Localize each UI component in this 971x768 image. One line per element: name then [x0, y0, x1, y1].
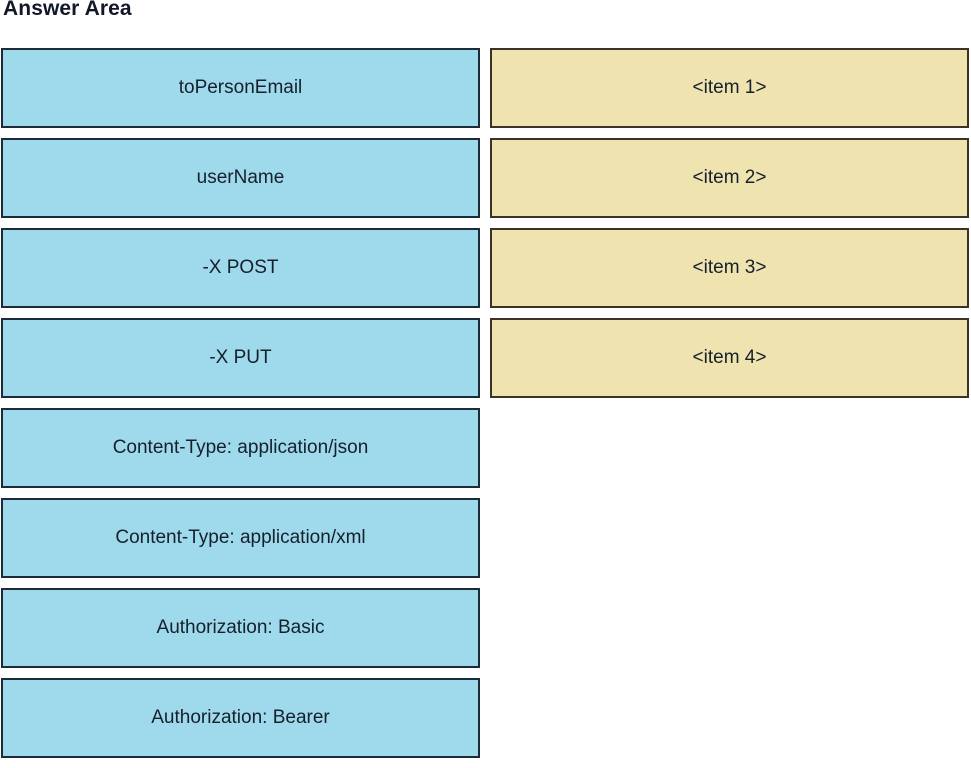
source-tile-label: Content-Type: application/xml [115, 526, 366, 548]
source-tile-authorization-basic[interactable]: Authorization: Basic [1, 588, 480, 668]
source-tile-label: -X PUT [209, 346, 272, 368]
answer-slot-label: <item 4> [692, 346, 767, 368]
source-tile-label: Authorization: Basic [156, 616, 325, 638]
answer-slot-label: <item 3> [692, 256, 767, 278]
source-tile-x-put[interactable]: -X PUT [1, 318, 480, 398]
answer-slot-label: <item 1> [692, 76, 767, 98]
source-tile-content-type-json[interactable]: Content-Type: application/json [1, 408, 480, 488]
source-tile-x-post[interactable]: -X POST [1, 228, 480, 308]
answer-slot-label: <item 2> [692, 166, 767, 188]
source-tile-label: Authorization: Bearer [151, 706, 330, 728]
source-tile-label: userName [196, 166, 285, 188]
source-tile-label: toPersonEmail [178, 76, 303, 98]
page-title: Answer Area [3, 0, 132, 20]
answer-slot-item-2[interactable]: <item 2> [490, 138, 969, 218]
answer-slot-item-1[interactable]: <item 1> [490, 48, 969, 128]
source-tile-user-name[interactable]: userName [1, 138, 480, 218]
answer-slot-item-4[interactable]: <item 4> [490, 318, 969, 398]
source-tile-label: -X POST [202, 256, 279, 278]
source-tile-label: Content-Type: application/json [112, 436, 369, 458]
source-options-column: toPersonEmail userName -X POST -X PUT Co… [1, 48, 480, 768]
answer-slots-column: <item 1> <item 2> <item 3> <item 4> [490, 48, 969, 408]
source-tile-content-type-xml[interactable]: Content-Type: application/xml [1, 498, 480, 578]
source-tile-authorization-bearer[interactable]: Authorization: Bearer [1, 678, 480, 758]
answer-slot-item-3[interactable]: <item 3> [490, 228, 969, 308]
source-tile-to-person-email[interactable]: toPersonEmail [1, 48, 480, 128]
